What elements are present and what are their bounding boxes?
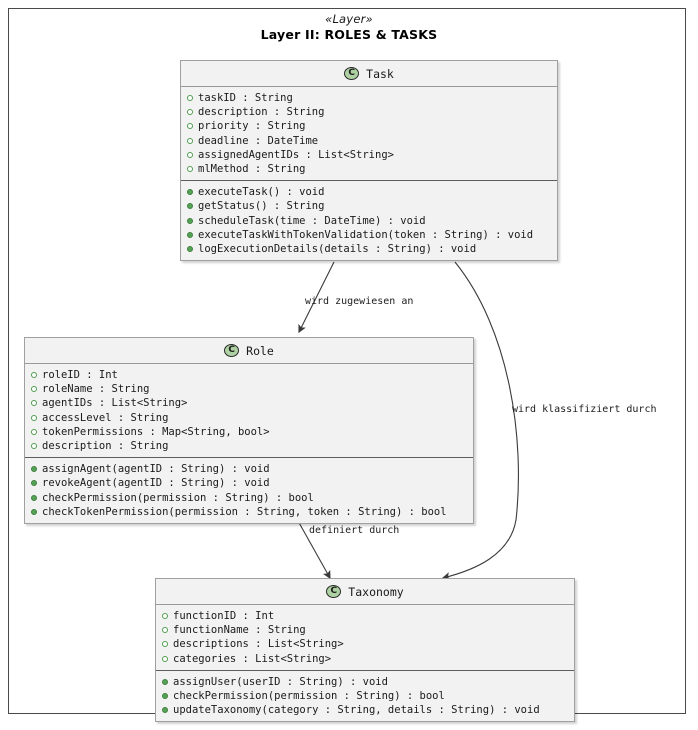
- operation-row: checkTokenPermission(permission : String…: [25, 505, 473, 519]
- attribute-marker-icon: [31, 372, 37, 379]
- attribute-row: assignedAgentIDs : List<String>: [181, 148, 557, 162]
- operations-section-role: assignAgent(agentID : String) : void rev…: [25, 457, 473, 523]
- operation-marker-icon: [162, 707, 168, 714]
- operation-row: revokeAgent(agentID : String) : void: [25, 476, 473, 490]
- operation-row: scheduleTask(time : DateTime) : void: [181, 214, 557, 228]
- uml-class-taxonomy[interactable]: C Taxonomy functionID : Int functionName…: [155, 578, 575, 723]
- class-header-role: C Role: [25, 338, 473, 364]
- attribute-marker-icon: [187, 151, 193, 158]
- class-header-taxonomy: C Taxonomy: [156, 579, 574, 605]
- attributes-section-task: taskID : String description : String pri…: [181, 87, 557, 181]
- operation-row: assignAgent(agentID : String) : void: [25, 462, 473, 476]
- attribute-row: descriptions : List<String>: [156, 637, 574, 651]
- operation-marker-icon: [31, 508, 37, 515]
- attribute-row: description : String: [181, 105, 557, 119]
- operation-marker-icon: [31, 480, 37, 487]
- operation-row: updateTaxonomy(category : String, detail…: [156, 703, 574, 717]
- class-circle-icon: C: [326, 585, 342, 598]
- attribute-marker-icon: [187, 109, 193, 116]
- operations-section-task: executeTask() : void getStatus() : Strin…: [181, 180, 557, 261]
- operation-row: checkPermission(permission : String) : b…: [156, 689, 574, 703]
- operations-section-taxonomy: assignUser(userID : String) : void check…: [156, 669, 574, 722]
- attribute-row: description : String: [25, 439, 473, 453]
- operation-row: logExecutionDetails(details : String) : …: [181, 242, 557, 256]
- operation-row: executeTaskWithTokenValidation(token : S…: [181, 228, 557, 242]
- attribute-row: accessLevel : String: [25, 411, 473, 425]
- attribute-row: categories : List<String>: [156, 652, 574, 666]
- operation-marker-icon: [162, 693, 168, 700]
- class-circle-icon: C: [224, 344, 240, 357]
- attribute-row: roleName : String: [25, 382, 473, 396]
- attribute-row: taskID : String: [181, 91, 557, 105]
- attribute-marker-icon: [162, 613, 168, 620]
- operation-marker-icon: [187, 203, 193, 210]
- attribute-marker-icon: [187, 95, 193, 102]
- operation-marker-icon: [187, 231, 193, 238]
- class-name-role: Role: [246, 343, 274, 358]
- class-header-task: C Task: [181, 61, 557, 87]
- operation-row: getStatus() : String: [181, 199, 557, 213]
- attribute-row: priority : String: [181, 119, 557, 133]
- attribute-marker-icon: [31, 443, 37, 450]
- attribute-row: agentIDs : List<String>: [25, 396, 473, 410]
- diagram-title-block: «Layer» Layer II: ROLES & TASKS: [0, 12, 698, 43]
- attribute-marker-icon: [162, 641, 168, 648]
- operation-row: checkPermission(permission : String) : b…: [25, 491, 473, 505]
- uml-class-role[interactable]: C Role roleID : Int roleName : String ag…: [24, 337, 474, 524]
- edge-label-task-taxonomy: wird klassifiziert durch: [512, 404, 657, 415]
- diagram-stereotype: «Layer»: [325, 12, 373, 26]
- attribute-row: functionID : Int: [156, 609, 574, 623]
- attribute-row: mlMethod : String: [181, 162, 557, 176]
- attribute-marker-icon: [187, 123, 193, 130]
- edge-label-task-role: wird zugewiesen an: [305, 296, 414, 307]
- attribute-marker-icon: [31, 428, 37, 435]
- operation-row: assignUser(userID : String) : void: [156, 675, 574, 689]
- class-name-task: Task: [366, 66, 394, 81]
- attribute-marker-icon: [187, 166, 193, 173]
- attribute-marker-icon: [31, 414, 37, 421]
- attribute-row: functionName : String: [156, 623, 574, 637]
- attribute-marker-icon: [162, 655, 168, 662]
- page-title: Layer II: ROLES & TASKS: [260, 27, 438, 43]
- operation-marker-icon: [187, 245, 193, 252]
- uml-class-task[interactable]: C Task taskID : String description : Str…: [180, 60, 558, 262]
- attribute-row: deadline : DateTime: [181, 134, 557, 148]
- attribute-row: tokenPermissions : Map<String, bool>: [25, 425, 473, 439]
- class-name-taxonomy: Taxonomy: [348, 584, 404, 599]
- attributes-section-role: roleID : Int roleName : String agentIDs …: [25, 364, 473, 458]
- attribute-row: roleID : Int: [25, 368, 473, 382]
- operation-row: executeTask() : void: [181, 185, 557, 199]
- attribute-marker-icon: [31, 400, 37, 407]
- operation-marker-icon: [162, 678, 168, 685]
- attribute-marker-icon: [187, 137, 193, 144]
- class-circle-icon: C: [344, 67, 360, 80]
- edge-label-role-taxonomy: definiert durch: [309, 525, 400, 536]
- attribute-marker-icon: [31, 386, 37, 393]
- attributes-section-taxonomy: functionID : Int functionName : String d…: [156, 605, 574, 670]
- operation-marker-icon: [31, 466, 37, 473]
- operation-marker-icon: [31, 494, 37, 501]
- operation-marker-icon: [187, 189, 193, 196]
- operation-marker-icon: [187, 217, 193, 224]
- attribute-marker-icon: [162, 627, 168, 634]
